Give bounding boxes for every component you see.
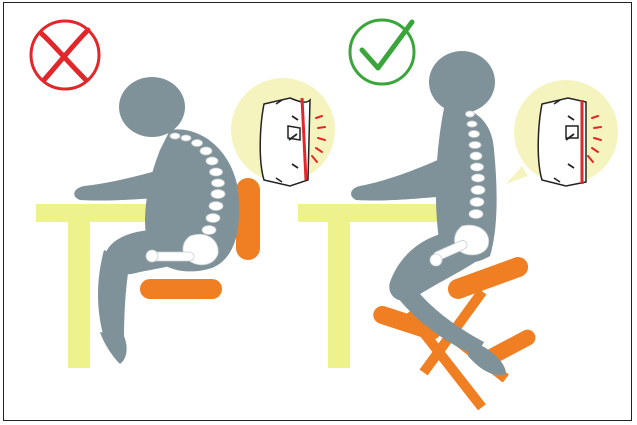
cross-icon	[31, 21, 99, 89]
check-icon	[350, 20, 414, 84]
backrest-cushion-left	[236, 178, 260, 260]
correct-posture-panel	[298, 20, 618, 410]
seat-cushion-left	[140, 279, 222, 299]
disc-bubble-right	[506, 80, 618, 186]
incorrect-posture-panel	[31, 21, 335, 368]
disc-bubble-left	[231, 78, 335, 186]
